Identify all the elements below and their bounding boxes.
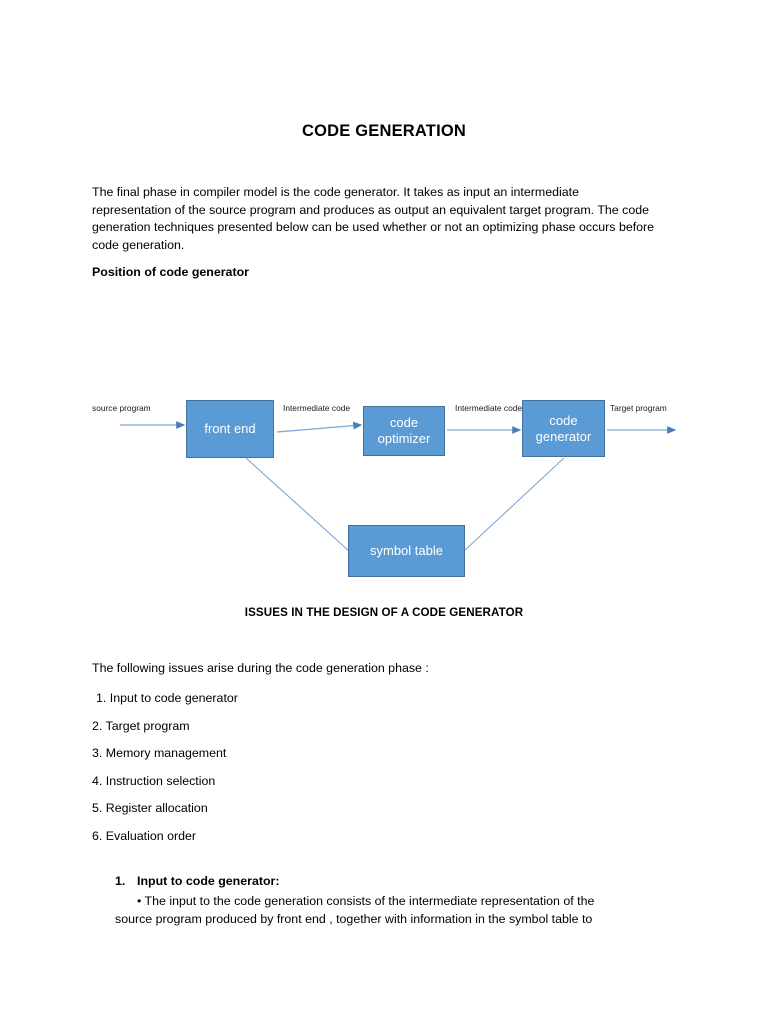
list-item: 1. Input to code generator: [96, 691, 238, 705]
issues-list: 1. Input to code generator 2. Target pro…: [92, 688, 592, 854]
detail-heading-text: Input to code generator:: [137, 874, 280, 888]
list-item: 4. Instruction selection: [92, 773, 216, 788]
label-source-program: source program: [92, 403, 151, 413]
issues-lead-text: The following issues arise during the co…: [92, 661, 429, 675]
detail-continuation-line: source program produced by front end , t…: [115, 912, 593, 926]
list-item: 5. Register allocation: [92, 801, 208, 816]
detail-heading: 1. Input to code generator:: [115, 874, 660, 888]
diagram-node-front-end: front end: [186, 400, 274, 458]
list-item: 3. Memory management: [92, 746, 227, 761]
label-target-program: Target program: [610, 403, 667, 413]
intro-paragraph: The final phase in compiler model is the…: [92, 185, 655, 252]
detail-section: 1. Input to code generator: • The input …: [115, 874, 660, 928]
detail-number: 1.: [115, 874, 126, 888]
diagram-node-symbol-table: symbol table: [348, 525, 465, 577]
section-heading: ISSUES IN THE DESIGN OF A CODE GENERATOR: [244, 606, 524, 619]
page-title: CODE GENERATION: [301, 122, 467, 140]
label-intermediate-code-2: Intermediate code: [455, 403, 523, 413]
diagram-node-code-optimizer: code optimizer: [363, 406, 445, 456]
position-subheading: Position of code generator: [92, 265, 249, 279]
arrow-frontend-to-optimizer: [276, 421, 363, 433]
connector-generator-symboltable: [463, 457, 565, 552]
list-item: 6. Evaluation order: [92, 828, 197, 843]
connector-frontend-symboltable: [245, 457, 350, 552]
list-item: 2. Target program: [92, 718, 190, 733]
detail-bullet-line: • The input to the code generation consi…: [137, 894, 595, 908]
detail-body: • The input to the code generation consi…: [115, 892, 640, 928]
label-intermediate-code-1: Intermediate code: [283, 403, 351, 413]
diagram-node-code-generator: code generator: [522, 400, 605, 457]
